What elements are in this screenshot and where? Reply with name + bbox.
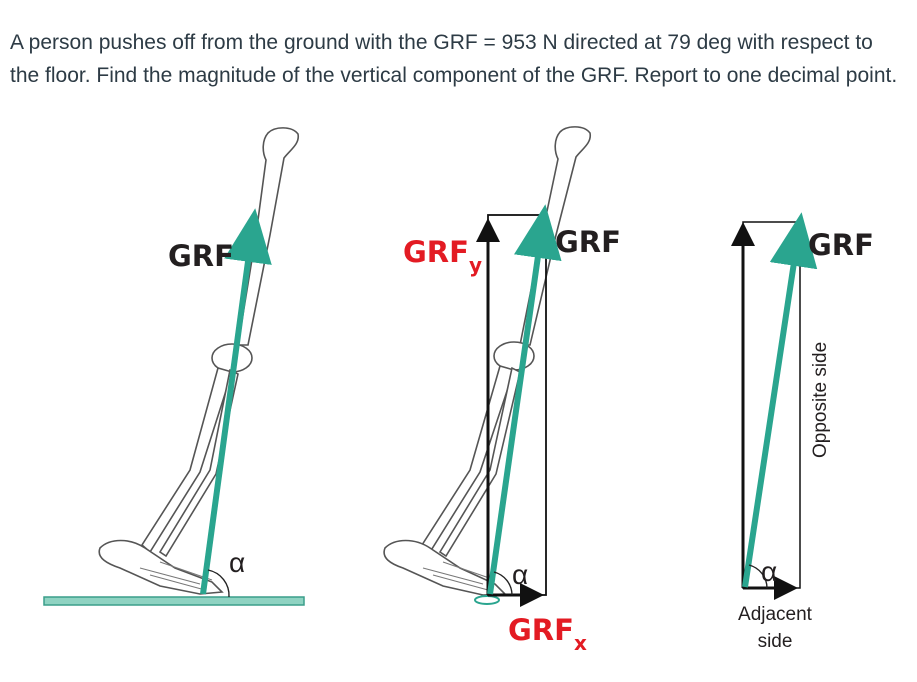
question-text: A person pushes off from the ground with…: [10, 31, 898, 87]
angle-arc: [207, 569, 230, 598]
angle-arc: [493, 571, 513, 596]
grf-arrow: [742, 212, 818, 588]
angle-symbol: α: [229, 547, 245, 578]
angle-symbol: α: [512, 559, 528, 590]
grf-arrow: [200, 208, 272, 595]
angle-symbol: α: [761, 556, 777, 587]
grf-y-label-main: GRF: [403, 235, 469, 269]
leg-skeleton-icon: [98, 127, 300, 595]
opposite-side-label: Opposite side: [810, 342, 831, 458]
grf-label: GRF: [808, 228, 874, 262]
contact-point: [474, 595, 500, 605]
grf-arrow: [487, 204, 562, 595]
adjacent-side-label-line1: Adjacent: [738, 604, 813, 625]
grf-y-label: GRFy: [403, 235, 482, 277]
panel-1: α GRF: [43, 127, 305, 606]
panel-3: α GRF Opposite side Adjacent side: [731, 212, 874, 652]
angle-arc: [748, 564, 768, 589]
grf-label: GRF: [555, 225, 621, 259]
grf-y-label-sub: y: [469, 253, 482, 277]
grf-x-label-sub: x: [574, 631, 587, 655]
adjacent-side-label-line2: side: [758, 631, 793, 652]
grf-x-label-main: GRF: [508, 613, 574, 647]
floor: [43, 596, 305, 606]
panel-2: α GRF GRFy GRFx: [383, 126, 621, 655]
grf-label: GRF: [168, 239, 234, 273]
grf-x-label: GRFx: [508, 613, 587, 655]
